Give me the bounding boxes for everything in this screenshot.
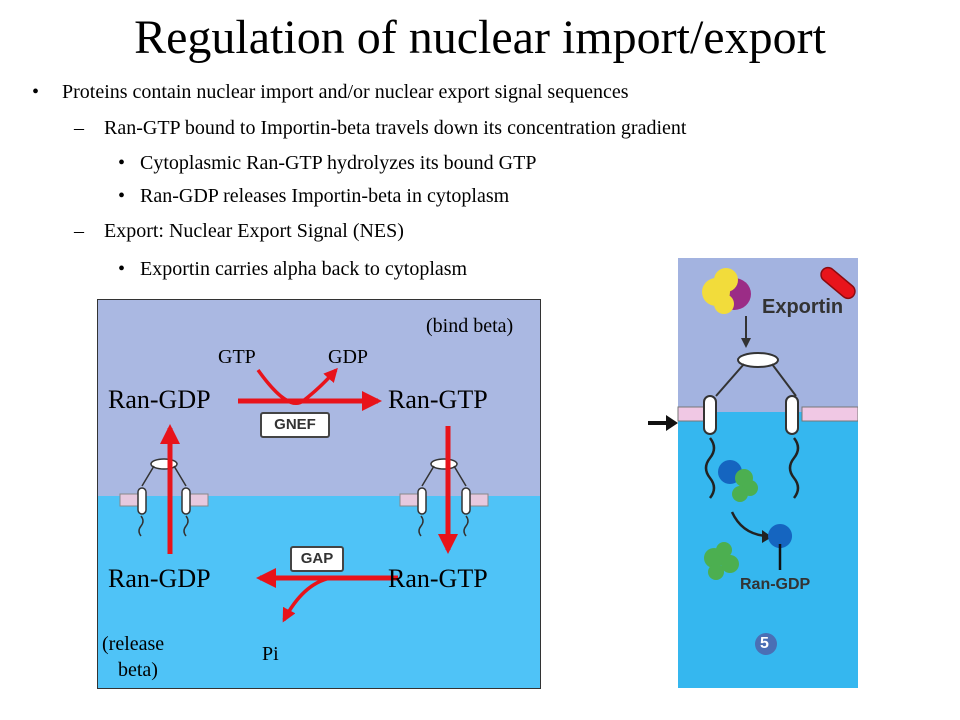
ran-gdp-bottom-label: Ran-GDP — [108, 564, 211, 593]
ran-gdp-top-label: Ran-GDP — [108, 385, 211, 414]
step-badge — [755, 633, 777, 655]
exportin-graphic — [648, 258, 858, 688]
ran-cycle-graphic — [98, 300, 540, 688]
panel-pointer-arrow — [648, 415, 678, 431]
bullet-item: • Cytoplasmic Ran-GTP hydrolyzes its bou… — [118, 151, 537, 175]
step-number: 5 — [760, 635, 769, 652]
bullet-marker: – — [74, 117, 84, 139]
bullet-item: – Export: Nuclear Export Signal (NES) — [74, 219, 404, 243]
pi-release-arrow — [282, 576, 331, 623]
bullet-marker: • — [118, 185, 126, 207]
gnef-label: GNEF — [260, 412, 330, 438]
ran-cycle-diagram: (bind beta) GTP GDP Ran-GDP Ran-GTP GNEF… — [97, 299, 541, 689]
bullet-text: Export: Nuclear Export Signal (NES) — [104, 220, 404, 242]
bullet-item: • Exportin carries alpha back to cytopla… — [118, 257, 468, 281]
bullet-item: • Ran-GDP releases Importin-beta in cyto… — [118, 184, 510, 208]
bullet-text: Proteins contain nuclear import and/or n… — [62, 81, 629, 103]
bullet-list: • Proteins contain nuclear import and/or… — [0, 0, 960, 300]
free-importin-alpha — [704, 542, 739, 580]
release-beta-label-line2: beta) — [118, 659, 158, 681]
bullet-item: – Ran-GTP bound to Importin-beta travels… — [74, 116, 687, 140]
release-beta-label-line1: (release — [102, 633, 165, 655]
bullet-marker: – — [74, 220, 84, 242]
pi-label: Pi — [262, 643, 279, 665]
bullet-text: Ran-GDP releases Importin-beta in cytopl… — [140, 185, 510, 207]
gtp-gdp-swap-arrow — [256, 367, 338, 406]
bind-beta-label: (bind beta) — [426, 315, 514, 337]
bullet-text: Exportin carries alpha back to cytoplasm — [140, 258, 468, 280]
panel-nuclear-pore — [703, 352, 800, 499]
bullet-marker: • — [118, 152, 126, 174]
gdp-label: GDP — [328, 346, 369, 368]
exportin-label: Exportin — [762, 296, 844, 318]
gtp-label: GTP — [218, 346, 256, 368]
bullet-marker: • — [118, 258, 126, 280]
gap-label: GAP — [290, 546, 344, 572]
ran-gdp-molecule — [768, 524, 793, 570]
alpha-beta-complex — [718, 460, 758, 502]
exportin-panel: Exportin Ran-GDP 5 — [640, 258, 858, 688]
ran-gdp-panel-label: Ran-GDP — [740, 576, 811, 593]
ran-gtp-top-label: Ran-GTP — [388, 385, 488, 414]
bullet-item: • Proteins contain nuclear import and/or… — [32, 80, 629, 104]
bullet-text: Ran-GTP bound to Importin-beta travels d… — [104, 117, 687, 139]
bullet-text: Cytoplasmic Ran-GTP hydrolyzes its bound… — [140, 152, 537, 174]
bullet-marker: • — [32, 81, 40, 103]
nuclear-pore-right — [399, 458, 489, 537]
ran-gtp-bottom-label: Ran-GTP — [388, 564, 488, 593]
exportin-complex — [702, 266, 856, 314]
page-title: Regulation of nuclear import/export — [134, 11, 826, 64]
